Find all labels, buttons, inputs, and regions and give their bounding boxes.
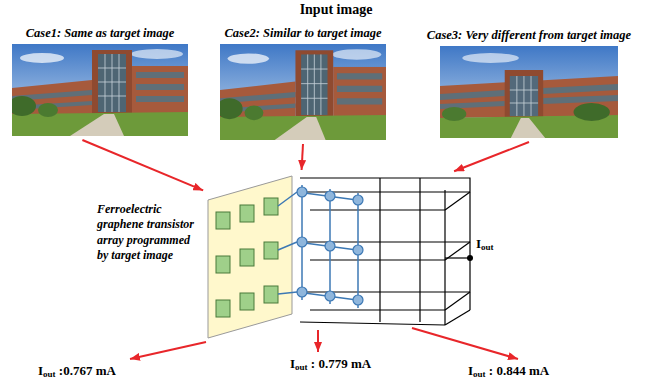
- illustration-part: [216, 198, 278, 317]
- illustration-part: [297, 237, 307, 247]
- label-subscript: out: [43, 369, 56, 379]
- illustration-part: [317, 330, 319, 352]
- label-part: I: [290, 356, 295, 371]
- illustration-part: [445, 292, 470, 310]
- illustration-part: [412, 328, 518, 359]
- illustration-part: [325, 291, 335, 301]
- illustration-part: [467, 255, 473, 261]
- label-part: :0.767 mA: [56, 363, 116, 378]
- illustration-part: [440, 46, 618, 138]
- terminal-label: Iout: [476, 236, 494, 252]
- label-part: : 0.844 mA: [486, 363, 550, 378]
- illustration-part: [297, 187, 307, 197]
- illustration-part: [353, 195, 363, 205]
- output-arrows: [130, 328, 518, 359]
- label-part: : 0.779 mA: [308, 356, 372, 371]
- illustration-part: [278, 242, 297, 250]
- array-caption: Ferroelectric graphene transistor array …: [97, 202, 203, 263]
- illustration-part: [353, 295, 363, 305]
- label-subscript: out: [473, 369, 486, 379]
- input-arrow: [302, 144, 303, 170]
- illustration-part: [208, 176, 292, 338]
- label-part: I: [476, 236, 481, 251]
- illustration-part: [278, 292, 297, 294]
- transistor-array: Ferroelectric graphene transistor array …: [205, 172, 478, 338]
- transistor-array: [208, 176, 473, 338]
- illustration-part: [300, 322, 445, 325]
- illustration-part: [300, 291, 470, 292]
- label-subscript: out: [295, 362, 308, 372]
- label-part: I: [38, 363, 43, 378]
- illustration-part: [278, 185, 358, 308]
- illustration-part: [445, 257, 470, 258]
- input-photo: Case3: Very different from target image: [440, 46, 618, 138]
- illustration-part: [325, 191, 335, 201]
- illustration-part: [8, 44, 188, 136]
- diagram-title: Input image: [0, 2, 672, 18]
- illustration-part: [278, 192, 297, 206]
- case-heading: Case3: Very different from target image: [427, 28, 631, 43]
- illustration-part: [300, 241, 470, 242]
- output-reading: Iout :0.767 mA: [38, 363, 116, 379]
- case-heading: Case2: Similar to target image: [225, 26, 382, 41]
- illustration-part: [353, 245, 363, 255]
- illustration-part: [445, 192, 470, 210]
- illustration-part: [240, 249, 254, 266]
- illustration-part: [264, 242, 278, 259]
- input-photo: Case2: Similar to target image: [220, 44, 386, 140]
- input-arrow: [82, 140, 203, 190]
- illustration-part: [240, 293, 254, 310]
- illustration-part: [445, 310, 470, 325]
- illustration-part: [310, 309, 445, 310]
- illustration-part: [216, 44, 386, 140]
- illustration-part: [379, 178, 380, 322]
- label-subscript: out: [481, 242, 494, 252]
- input-arrow: [454, 142, 529, 171]
- illustration-part: [264, 198, 278, 215]
- photo-set: [8, 44, 618, 140]
- illustration-part: [216, 256, 230, 273]
- input-photo: Case1: Same as target image: [12, 44, 188, 136]
- label-part: I: [468, 363, 473, 378]
- illustration-part: [240, 205, 254, 222]
- illustration-part: [300, 191, 470, 192]
- illustration-part: [297, 187, 363, 305]
- illustration-part: [216, 212, 230, 229]
- illustration-part: [325, 241, 335, 251]
- illustration-part: [264, 286, 278, 303]
- case-heading: Case1: Same as target image: [26, 26, 175, 41]
- illustration-part: [445, 242, 470, 260]
- illustration-part: [216, 300, 230, 317]
- illustration-part: [130, 342, 206, 359]
- illustration-part: [300, 178, 470, 325]
- illustration-part: [419, 178, 420, 322]
- output-reading: Iout : 0.779 mA: [290, 356, 371, 372]
- output-reading: Iout : 0.844 mA: [468, 363, 549, 379]
- illustration-part: [297, 287, 307, 297]
